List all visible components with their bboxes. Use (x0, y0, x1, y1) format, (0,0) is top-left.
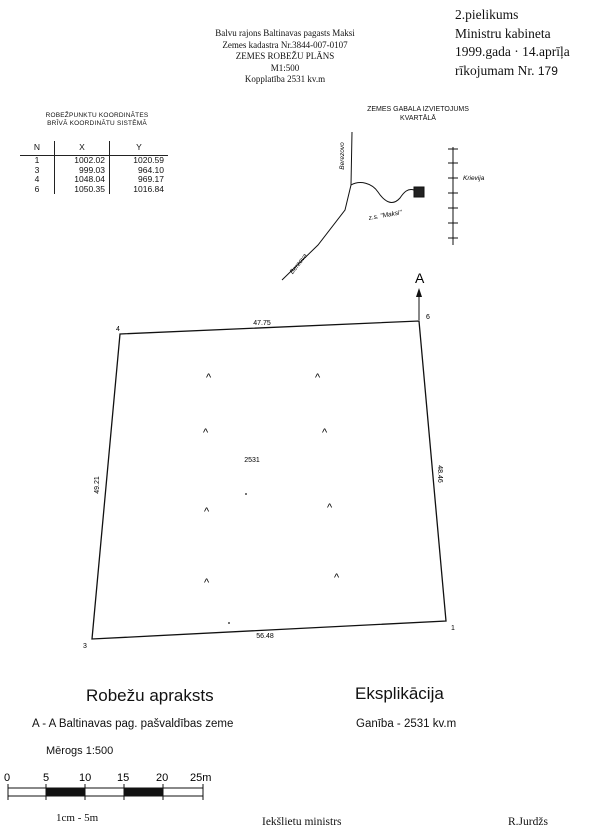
column-header-y: Y (109, 141, 168, 156)
scale-bar (7, 784, 204, 800)
explication-line: Ganība - 2531 kv.m (356, 718, 457, 730)
point-number: 4 (34, 174, 40, 184)
point-x: 1002.02 (54, 155, 110, 166)
corner-label-1: 1 (451, 625, 455, 632)
column-header-x: X (54, 141, 110, 156)
header-scale: M1:500 (270, 62, 300, 73)
meadow-symbol-icon: ^ (206, 372, 212, 384)
location-title: ZEMES GABALA IZVIETOJUMS KVARTĀLĀ (363, 106, 473, 123)
meadow-symbol-icon: ^ (203, 427, 209, 439)
signature-title: Iekšlietu ministrs (262, 816, 342, 828)
meadow-symbol-icon: ^ (204, 506, 210, 518)
corner-label-6: 6 (426, 314, 430, 321)
coordinates-title-line-2: BRĪVĀ KOORDINĀTU SISTĒMĀ (47, 120, 147, 127)
annex-note: 2.pielikums Ministru kabineta 1999.gada … (455, 6, 595, 80)
survey-dot (228, 622, 230, 624)
scale-tick-label: 10 (79, 772, 91, 784)
meadow-symbol-icon: ^ (315, 372, 321, 384)
annex-line-3: 1999.gada · 14.aprīļa (455, 44, 570, 59)
scale-note: 1cm - 5m (56, 812, 99, 824)
meadow-symbols: ^ ^ ^ ^ ^ ^ ^ ^ (203, 372, 340, 589)
annex-line-2: Ministru kabineta (455, 25, 551, 41)
location-title-line-2: KVARTĀLĀ (400, 114, 436, 122)
scale-tick-label: 25m (190, 772, 211, 784)
road-berezovo (281, 131, 353, 281)
edge-length-right: 48.46 (436, 465, 443, 483)
road-north-label: Berezovo (339, 142, 346, 170)
farm-marker-icon (413, 186, 425, 198)
header-location: Balvu rajons Baltinavas pagasts Maksi (215, 28, 355, 38)
explication-title: Eksplikācija (355, 684, 444, 703)
boundary-description-title: Robežu apraksts (86, 686, 214, 705)
scale-segment-filled (46, 788, 85, 796)
scale-tick-label: 20 (156, 772, 168, 784)
table-row: 3 999.03 964.10 (20, 164, 168, 175)
point-y: 969.17 (109, 174, 168, 185)
header-area: Kopplatība 2531 kv.m (244, 74, 326, 84)
annex-order-label: rīkojumam Nr. (455, 62, 535, 78)
meadow-symbol-icon: ^ (334, 572, 340, 584)
edge-length-bottom: 56.48 (256, 633, 274, 640)
table-row: 6 1050.35 1016.84 (20, 183, 168, 194)
header-cadastre: Zemes kadastra Nr.3844-007-0107 (222, 39, 348, 50)
point-y: 1020.59 (109, 155, 168, 166)
road-to-farm (350, 182, 415, 203)
point-number: 1 (34, 155, 40, 165)
scale-tick-label: 15 (117, 772, 129, 784)
point-number: 6 (34, 183, 40, 194)
point-x: 1048.04 (54, 174, 110, 185)
meadow-symbol-icon: ^ (327, 502, 333, 514)
annex-order-number: 179 (537, 63, 558, 78)
table-row: 1 1002.02 1020.59 (20, 155, 168, 166)
scale-bar-frame (7, 787, 204, 797)
edge-length-top: 47.75 (253, 320, 271, 327)
location-sketch (281, 131, 458, 281)
point-y: 964.10 (109, 165, 168, 175)
coordinates-table: N X Y 1 1002.02 1020.59 3 999.03 964.10 … (20, 141, 168, 194)
section-marker-label: A (415, 270, 425, 286)
scale-segment-filled (124, 788, 163, 796)
place-label: z.s. "Maksi" (367, 209, 403, 222)
road-east-label: Krievija (463, 175, 485, 182)
table-row: 4 1048.04 969.17 (20, 174, 168, 185)
survey-dot (245, 493, 247, 495)
column-header-n: N (20, 141, 55, 156)
scale-tick-label: 0 (4, 772, 10, 784)
boundary-description-line: A - A Baltinavas pag. pašvaldības zeme (32, 718, 234, 730)
scale-tick-label: 5 (43, 772, 49, 784)
location-title-line-1: ZEMES GABALA IZVIETOJUMS (367, 106, 469, 113)
road-south-label: Berzova (289, 252, 309, 275)
plan-header: Balvu rajons Baltinavas pagasts Maksi Ze… (170, 28, 400, 86)
corner-label-4: 4 (116, 326, 120, 333)
point-x: 1050.35 (54, 184, 110, 194)
signature-name: R.Jurdžs (508, 816, 548, 828)
point-number: 3 (34, 164, 40, 175)
edge-length-left: 49.21 (94, 476, 101, 494)
annex-line-1: 2.pielikums (455, 7, 519, 22)
coordinates-title-line-1: ROBEŽPUNKTU KOORDINĀTES (45, 112, 149, 119)
arrow-up-icon (416, 288, 422, 297)
area-label: 2531 (244, 457, 260, 464)
point-x: 999.03 (54, 165, 110, 175)
header-plan-title: ZEMES ROBEŽU PLĀNS (235, 51, 335, 61)
meadow-symbol-icon: ^ (204, 577, 210, 589)
annex-line-4: rīkojumam Nr. 179 (455, 62, 595, 81)
plot-boundary (91, 320, 447, 640)
meadow-symbol-icon: ^ (322, 427, 328, 439)
scale-text: Mērogs 1:500 (46, 745, 114, 757)
coordinates-header-row: N X Y (20, 141, 168, 156)
point-y: 1016.84 (109, 184, 168, 194)
corner-label-3: 3 (83, 643, 87, 650)
coordinates-title: ROBEŽPUNKTU KOORDINĀTES BRĪVĀ KOORDINĀTU… (22, 112, 172, 128)
